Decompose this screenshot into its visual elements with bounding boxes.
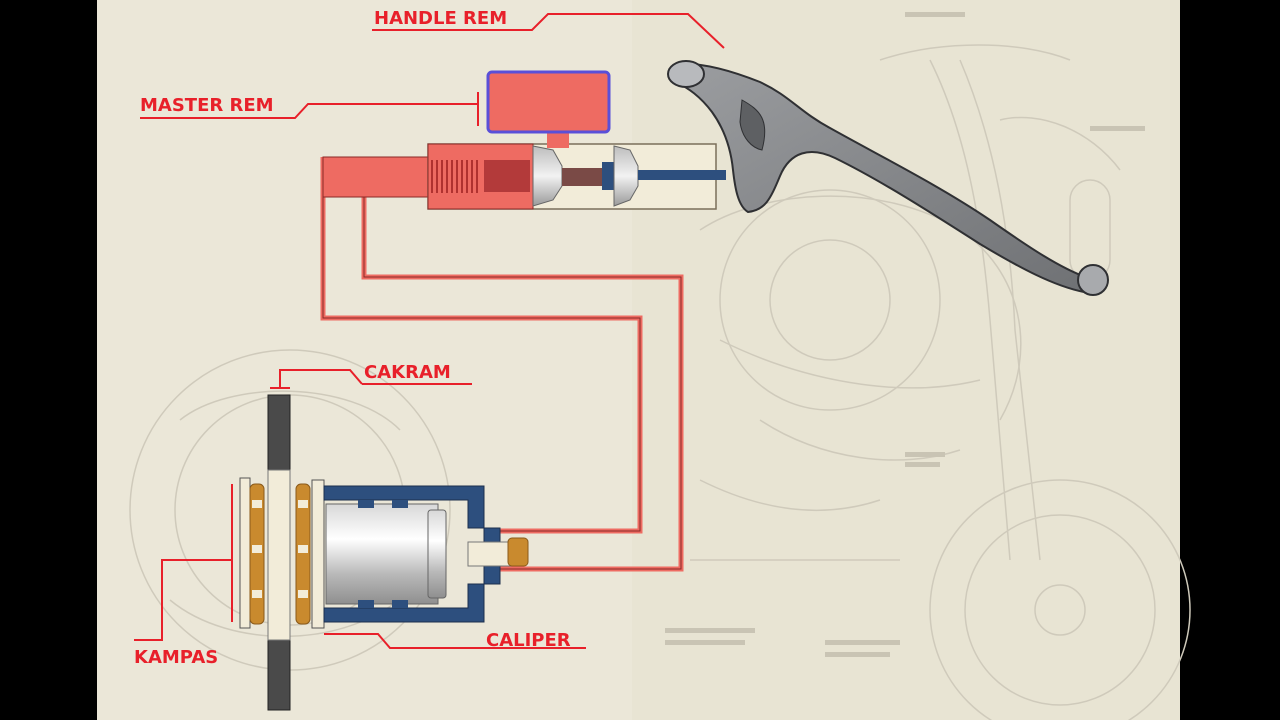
motorcycle-sketch-background (129, 44, 1191, 720)
leader-lines (134, 13, 725, 649)
caliper-inlet (467, 541, 513, 567)
caliper (323, 485, 529, 623)
fluid-chamber (484, 160, 530, 192)
bleeder-fitting (507, 537, 529, 567)
hose-inlet (322, 156, 432, 198)
return-spring (431, 160, 478, 193)
brake-disc (267, 394, 291, 711)
caliper-piston (325, 503, 439, 605)
label-master-rem: MASTER REM (140, 95, 274, 116)
lever-end-knob (1077, 264, 1109, 296)
label-kampas: KAMPAS (134, 647, 218, 668)
push-rod (638, 170, 726, 180)
brake-hose (320, 157, 684, 572)
piston-seal (602, 162, 614, 190)
piston-rod-link (562, 168, 602, 186)
fluid-reservoir (486, 70, 611, 148)
master-cylinder (427, 143, 726, 210)
brake-pads (239, 477, 325, 629)
sketch-annotations (665, 12, 1145, 657)
lever-pivot (667, 60, 705, 88)
label-handle-rem: HANDLE REM (374, 8, 507, 29)
label-caliper: CALIPER (486, 630, 571, 651)
label-cakram: CAKRAM (364, 362, 451, 383)
brake-lever (667, 60, 1109, 296)
piston-cup-secondary (613, 145, 639, 207)
